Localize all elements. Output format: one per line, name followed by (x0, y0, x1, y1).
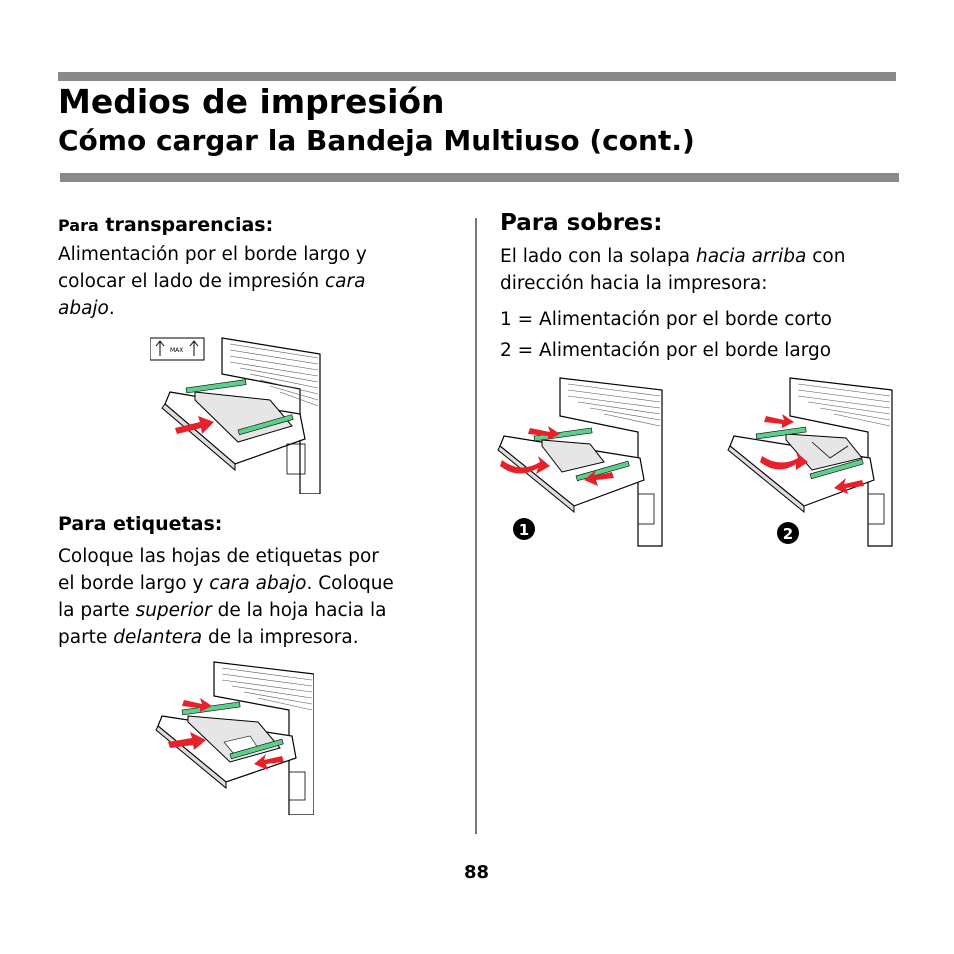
page-title: Medios de impresión (58, 82, 445, 121)
header-bottom-rule (60, 173, 899, 182)
badge-2: 2 (783, 525, 793, 543)
envelope-long-edge-illustration: 2 (727, 377, 893, 547)
page-subtitle: Cómo cargar la Bandeja Multiuso (cont.) (58, 124, 695, 157)
etiquetas-heading: Para etiquetas: (58, 513, 223, 535)
sobres-heading: Para sobres: (500, 210, 663, 236)
top-rule (58, 72, 896, 81)
badge-1: 1 (519, 521, 529, 539)
envelope-short-edge-illustration: 1 (497, 377, 663, 547)
transparencias-text: Alimentación por el borde largo y coloca… (58, 244, 367, 319)
labels-tray-illustration (155, 661, 314, 815)
transparencies-tray-illustration: MAX (150, 337, 321, 494)
svg-text:MAX: MAX (170, 347, 183, 354)
transparencias-heading: Para transparencias: (58, 214, 274, 236)
sobres-item-1: 1 = Alimentación por el borde corto (500, 309, 832, 330)
etiquetas-text: Coloque las hojas de etiquetas por el bo… (58, 546, 394, 648)
page-number: 88 (464, 862, 490, 883)
sobres-item-2: 2 = Alimentación por el borde largo (500, 340, 832, 361)
sobres-text: El lado con la solapa hacia arriba con d… (500, 246, 846, 294)
column-divider (475, 218, 477, 834)
